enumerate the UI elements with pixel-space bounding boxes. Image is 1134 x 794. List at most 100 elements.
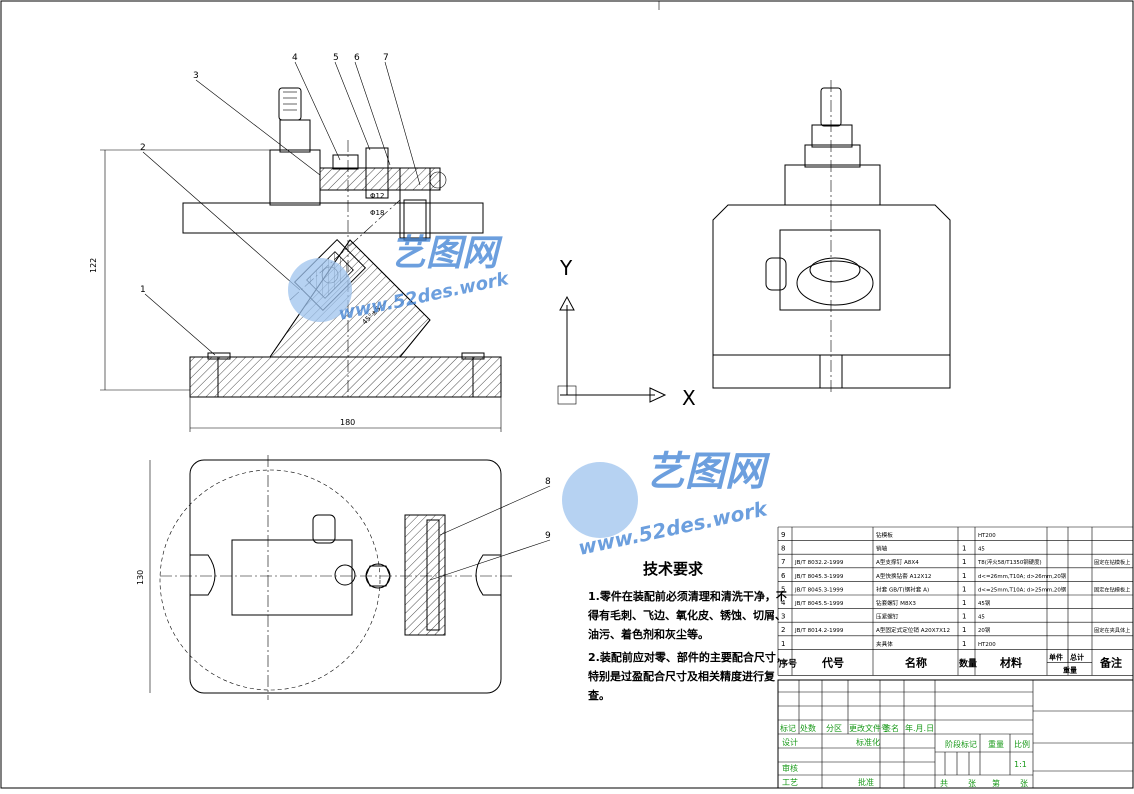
- bom-row-name: 钻套螺钉 M8X3: [876, 599, 916, 607]
- dim-d12: Φ12: [370, 192, 384, 200]
- bom-row-material: 45钢: [978, 599, 990, 607]
- tb-docno: 更改文件号: [849, 723, 889, 733]
- bom-row-qty: 1: [962, 572, 966, 580]
- svg-text:艺图网: 艺图网: [390, 233, 503, 274]
- bom-row-no: 7: [781, 558, 785, 566]
- bom-row-no: 9: [781, 531, 785, 539]
- balloon-leaders: 1 2 3 4 5 6 7 8 9: [140, 53, 551, 581]
- tb-sheets: 共: [940, 779, 948, 788]
- bom-row-name: 销轴: [876, 545, 888, 553]
- title-block: 标记 处数 分区 更改文件号 签名 年.月.日 设计 标准化 审核 工艺 批准 …: [777, 679, 1134, 789]
- tech-line-5: 特别是过盈配合尺寸及相关精度进行复: [588, 669, 776, 683]
- tb-zone: 分区: [826, 724, 842, 733]
- bom-header-note: 备注: [1099, 655, 1122, 669]
- tech-line-1: 1.零件在装配前必须清理和清洗干净，不: [588, 589, 787, 603]
- bom-row-material: T8(淬火58/T1350钢硬度): [977, 558, 1042, 566]
- bom-row-note: 固定在夹具体上: [1094, 626, 1130, 634]
- tb-design: 设计: [782, 737, 798, 747]
- balloon-4: 4: [292, 53, 298, 63]
- tb-count: 处数: [800, 723, 816, 733]
- bom-header-name: 名称: [905, 655, 927, 669]
- bom-row-code: JB/T 8045.5-1999: [794, 601, 844, 607]
- bom-row-name: 压紧螺钉: [876, 613, 899, 621]
- bom-header-total: 总计: [1070, 652, 1084, 661]
- tb-review: 审核: [782, 763, 798, 773]
- bom-row-no: 4: [781, 599, 786, 607]
- bom-row-material: HT200: [978, 642, 996, 648]
- tech-title: 技术要求: [643, 560, 704, 578]
- balloon-5: 5: [333, 53, 339, 63]
- watermark-2: 艺图网 www.52des.work: [562, 449, 771, 560]
- bom-row-code: JB/T 8045.3-1999: [794, 574, 844, 580]
- bom-row-qty: 1: [962, 558, 966, 566]
- axis-y-label: Y: [559, 256, 573, 280]
- bom-row-note: 固定在钻模板上: [1094, 585, 1130, 593]
- tb-standard: 标准化: [856, 737, 880, 747]
- dim-d18: Φ18: [370, 209, 384, 217]
- bom-row-qty: 1: [962, 585, 966, 593]
- balloon-6: 6: [354, 53, 360, 63]
- balloon-1: 1: [140, 285, 146, 295]
- bom-row-code: JB/T 8014.2-1999: [794, 628, 844, 634]
- balloon-8: 8: [545, 477, 551, 487]
- bom-header-material: 材料: [1000, 655, 1022, 669]
- tb-sign: 签名: [883, 723, 899, 733]
- bom-row-material: d<=26mm,T10A; d>26mm,20钢: [978, 572, 1066, 580]
- tb-stage: 阶段标记: [945, 739, 977, 749]
- tb-page: 第: [992, 778, 1000, 788]
- dim-height-top: 130: [136, 570, 145, 585]
- tech-line-3: 油污、着色剂和灰尘等。: [588, 627, 709, 641]
- axis-indicator: Y X: [557, 256, 696, 410]
- bom-row-qty: 1: [962, 613, 966, 621]
- bom-header-code: 代号: [821, 655, 844, 669]
- top-view: 130: [136, 455, 515, 700]
- balloon-9: 9: [545, 531, 551, 541]
- tb-mark: 标记: [780, 723, 796, 733]
- bom-row-material: HT200: [978, 533, 996, 539]
- bom-row-name: A型快换钻套 A12X12: [876, 572, 931, 580]
- tb-sheet-unit: 张: [968, 779, 976, 788]
- tb-page-unit: 张: [1020, 779, 1028, 788]
- bom-header-no: 序号: [779, 657, 797, 669]
- bom-row-no: 2: [781, 626, 785, 634]
- bom-row-qty: 1: [962, 640, 966, 648]
- bom-header-single: 单件: [1049, 652, 1063, 661]
- tech-line-4: 2.装配前应对零、部件的主要配合尺寸，: [588, 650, 787, 664]
- bom-row-qty: 1: [962, 626, 966, 634]
- bom-row-name: A型固定式定位销 A20X7X12: [876, 626, 950, 634]
- tb-scale: 比例: [1014, 739, 1030, 749]
- bom-row-qty: 1: [962, 599, 966, 607]
- dim-width-front: 180: [340, 418, 355, 427]
- tech-line-6: 查。: [588, 688, 610, 702]
- bom-row-qty: 1: [962, 545, 966, 553]
- bom-row-no: 1: [781, 640, 785, 648]
- tb-scale-value: 1:1: [1014, 760, 1027, 769]
- tb-date: 年.月.日: [905, 723, 934, 733]
- balloon-3: 3: [193, 71, 199, 81]
- side-view: [712, 80, 951, 392]
- bom-row-no: 3: [781, 613, 785, 621]
- bom-row-no: 5: [781, 585, 785, 593]
- bom-row-name: 钻模板: [876, 531, 893, 539]
- bom-row-no: 6: [781, 572, 786, 580]
- bom-header-qty: 数量: [959, 657, 977, 669]
- bom-row-code: JB/T 8045.3-1999: [794, 587, 844, 593]
- bom-row-name: 夹具体: [876, 640, 893, 648]
- bom-row-material: 45: [978, 615, 985, 621]
- tb-weight: 重量: [988, 739, 1004, 749]
- bom-row-name: 衬套 GB/T(钢衬套 A): [876, 585, 929, 593]
- svg-text:艺图网: 艺图网: [645, 449, 771, 495]
- tech-line-2: 得有毛刺、飞边、氧化皮、锈蚀、切屑、: [587, 608, 786, 622]
- bom-row-note: 固定在钻模板上: [1094, 558, 1130, 566]
- tb-process: 工艺: [782, 778, 798, 787]
- watermark-1: 艺图网 www.52des.work: [288, 233, 511, 325]
- bom-header-weight: 重量: [1063, 665, 1077, 674]
- bom-row-code: JB/T 8032.2-1999: [794, 560, 844, 566]
- bom-row-name: A型支撑钉 A8X4: [876, 558, 919, 566]
- dim-height-front: 122: [89, 258, 98, 273]
- bom-row-material: 20钢: [978, 626, 990, 634]
- bom-row-material: d<=25mm,T10A; d>25mm,20钢: [978, 585, 1066, 593]
